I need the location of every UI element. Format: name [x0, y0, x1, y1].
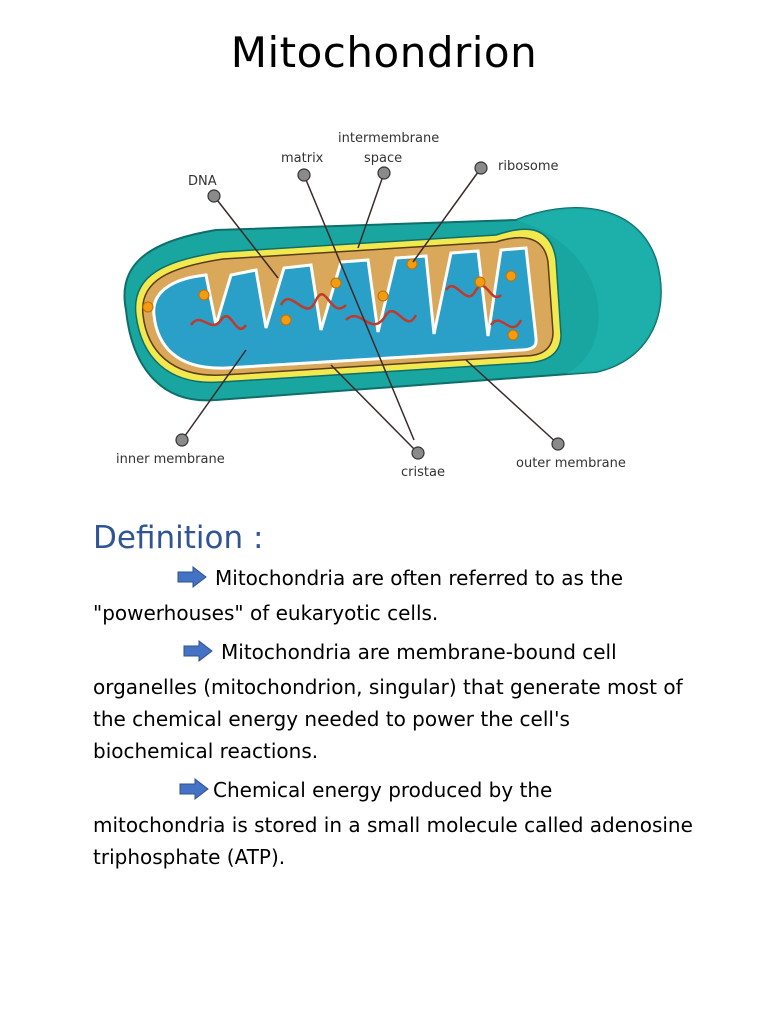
matrix-shape [152, 246, 538, 370]
label-outer-membrane: outer membrane [516, 456, 626, 471]
label-dots [175, 161, 565, 460]
definition-item-line1: Chemical energy produced by the [213, 778, 553, 802]
mitochondrion-diagram: DNA matrix intermembrane space ribosome … [96, 110, 676, 490]
definition-item-rest: organelles (mitochondrion, singular) tha… [93, 675, 683, 763]
definition-heading: Definition : [93, 520, 264, 556]
definition-item-line1: Mitochondria are membrane-bound cell [221, 640, 617, 664]
label-cristae: cristae [401, 465, 445, 480]
label-matrix: matrix [281, 151, 324, 166]
ribosomes [142, 258, 519, 341]
label-ribosome: ribosome [498, 159, 559, 174]
label-inner-membrane: inner membrane [116, 452, 225, 467]
page-title: Mitochondrion [230, 28, 538, 77]
mitochondrion-illustration: DNA matrix intermembrane space ribosome … [116, 131, 662, 480]
definition-item: Mitochondria are often referred to as th… [93, 562, 693, 629]
definition-item-line1: Mitochondria are often referred to as th… [215, 566, 624, 590]
outer-membrane-highlight [516, 208, 661, 374]
label-intermembrane: intermembrane [338, 131, 439, 146]
arrow-right-icon [183, 639, 213, 671]
definition-item: Mitochondria are membrane-bound cell org… [93, 636, 693, 767]
dna-strands [189, 284, 523, 330]
definition-item: Chemical energy produced by the mitochon… [93, 774, 693, 873]
arrow-right-icon [177, 565, 207, 597]
leader-lines [181, 167, 559, 454]
definition-item-rest: mitochondria is stored in a small molecu… [93, 813, 693, 869]
label-dna: DNA [188, 174, 217, 189]
label-intermembrane-space: space [364, 151, 402, 166]
definition-item-rest: "powerhouses" of eukaryotic cells. [93, 601, 439, 625]
arrow-right-icon [179, 777, 209, 809]
